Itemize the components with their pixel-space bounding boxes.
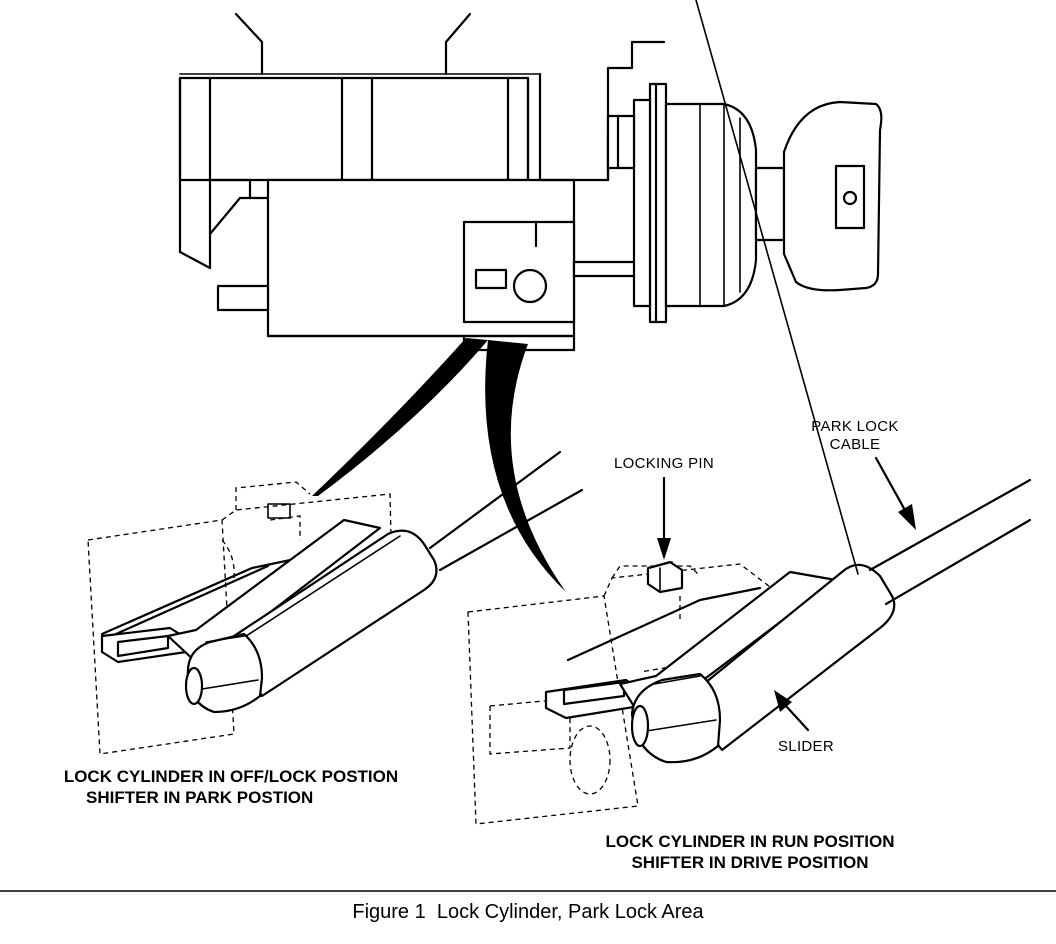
right-caption: LOCK CYLINDER IN RUN POSITION SHIFTER IN… — [560, 831, 940, 873]
left-lock-detail — [87, 450, 584, 755]
steering-column-assembly — [178, 12, 883, 352]
right-lock-detail — [467, 0, 1032, 825]
locking-pin-label: LOCKING PIN — [614, 455, 714, 472]
right-caption-line2: SHIFTER IN DRIVE POSITION — [631, 853, 869, 872]
callout-beams — [312, 338, 566, 592]
left-caption-line1: LOCK CYLINDER IN OFF/LOCK POSTION — [63, 767, 399, 786]
slider-label: SLIDER — [778, 738, 834, 755]
park-lock-cable-line2: CABLE — [829, 436, 881, 453]
left-caption-line2: SHIFTER IN PARK POSTION — [86, 788, 314, 807]
park-lock-cable-label: PARK LOCK CABLE — [800, 418, 910, 454]
left-caption: LOCK CYLINDER IN OFF/LOCK POSTION SHIFTE… — [16, 766, 446, 808]
figure-caption: Figure 1 Lock Cylinder, Park Lock Area — [352, 901, 704, 923]
leader-arrows — [657, 456, 916, 732]
park-lock-cable-line1: PARK LOCK — [811, 418, 899, 435]
right-caption-line1: LOCK CYLINDER IN RUN POSITION — [605, 832, 895, 851]
